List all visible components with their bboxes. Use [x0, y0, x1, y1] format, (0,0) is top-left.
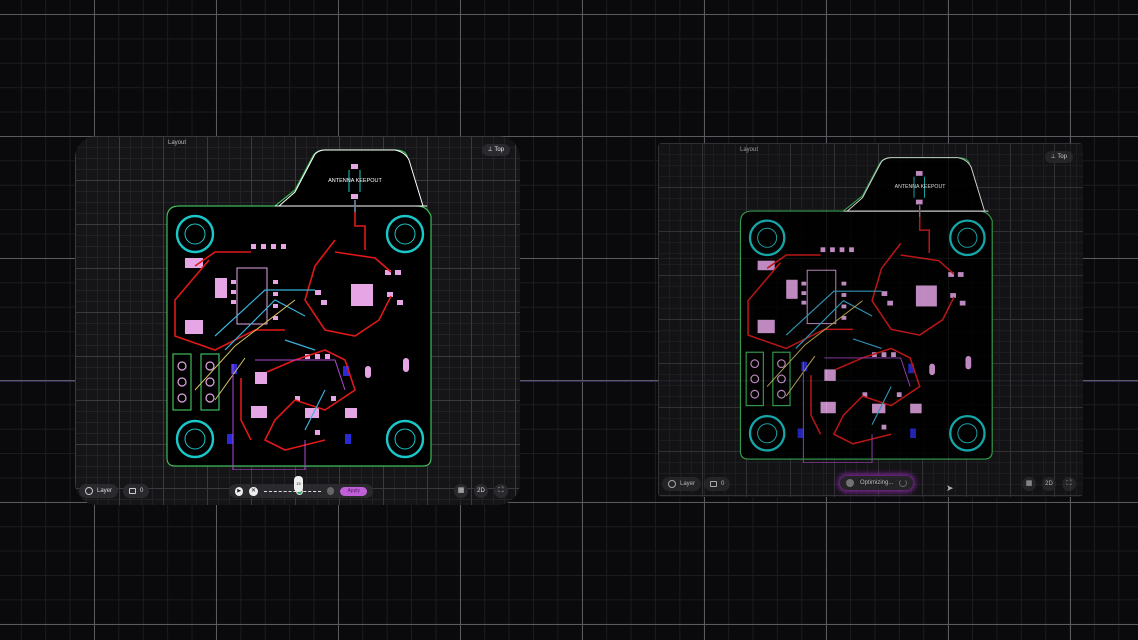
antenna-keepout-label: ANTENNA KEEPOUT — [895, 184, 947, 190]
comment-icon — [129, 488, 136, 494]
mouse-cursor-icon: ➤ — [946, 483, 954, 493]
iteration-slider[interactable]: 15 — [263, 475, 322, 495]
layer-icon — [668, 480, 676, 488]
panel-title: Layout — [168, 140, 187, 146]
layer-button[interactable]: Layer — [662, 477, 702, 491]
grid-toggle-button[interactable]: ▦ — [1022, 477, 1036, 491]
slider-value: 15 — [294, 475, 303, 492]
grid-toggle-button[interactable]: ▦ — [454, 484, 468, 498]
pcb-board[interactable]: ANTENNA KEEPOUT — [658, 143, 1083, 497]
comments-button[interactable]: 0 — [704, 477, 731, 491]
view-top-button[interactable]: ⊥ Top — [1044, 151, 1073, 163]
layer-stack-icon: ⊥ — [1050, 154, 1058, 160]
stop-icon[interactable] — [846, 479, 854, 487]
fullscreen-button[interactable]: ⛶ — [494, 484, 508, 498]
panel-title: Layout — [740, 147, 759, 153]
play-icon[interactable]: ▶ — [235, 486, 244, 496]
comment-count: 0 — [721, 481, 725, 487]
axis-line — [0, 381, 1138, 382]
layout-panel-optimizing: Layout ⊥ Top ANTENNA KEEPOUT Layer 0 Opt… — [658, 143, 1083, 497]
close-icon[interactable]: ✕ — [249, 486, 258, 496]
layer-button[interactable]: Layer — [79, 484, 119, 498]
pcb-board[interactable]: ANTENNA KEEPOUT — [75, 136, 520, 505]
layer-label: Layer — [680, 481, 696, 487]
layer-icon — [85, 487, 93, 495]
layer-stack-icon: ⊥ — [487, 147, 495, 153]
fullscreen-button[interactable]: ⛶ — [1062, 477, 1076, 491]
spinner-icon — [899, 479, 908, 487]
view-top-button[interactable]: ⊥ Top — [481, 144, 510, 156]
optimize-toolbar: ▶ ✕ 15 Apply — [229, 475, 373, 498]
layout-panel-before: Layout ⊥ Top ANTENNA KEEPOUT Layer 0 ▶ ✕… — [75, 136, 520, 505]
view-mode-button[interactable]: 2D — [474, 484, 488, 498]
comments-button[interactable]: 0 — [123, 484, 150, 498]
reset-icon[interactable] — [327, 487, 335, 495]
comment-count: 0 — [140, 488, 144, 494]
apply-button[interactable]: Apply — [340, 486, 367, 496]
layer-label: Layer — [97, 488, 113, 494]
antenna-keepout-label: ANTENNA KEEPOUT — [328, 178, 382, 184]
view-label: Top — [494, 147, 504, 153]
view-mode-button[interactable]: 2D — [1042, 477, 1056, 491]
status-label: Optimizing... — [860, 480, 894, 486]
optimizing-status: Optimizing... — [840, 476, 914, 490]
view-label: Top — [1057, 154, 1067, 160]
comment-icon — [710, 481, 717, 487]
